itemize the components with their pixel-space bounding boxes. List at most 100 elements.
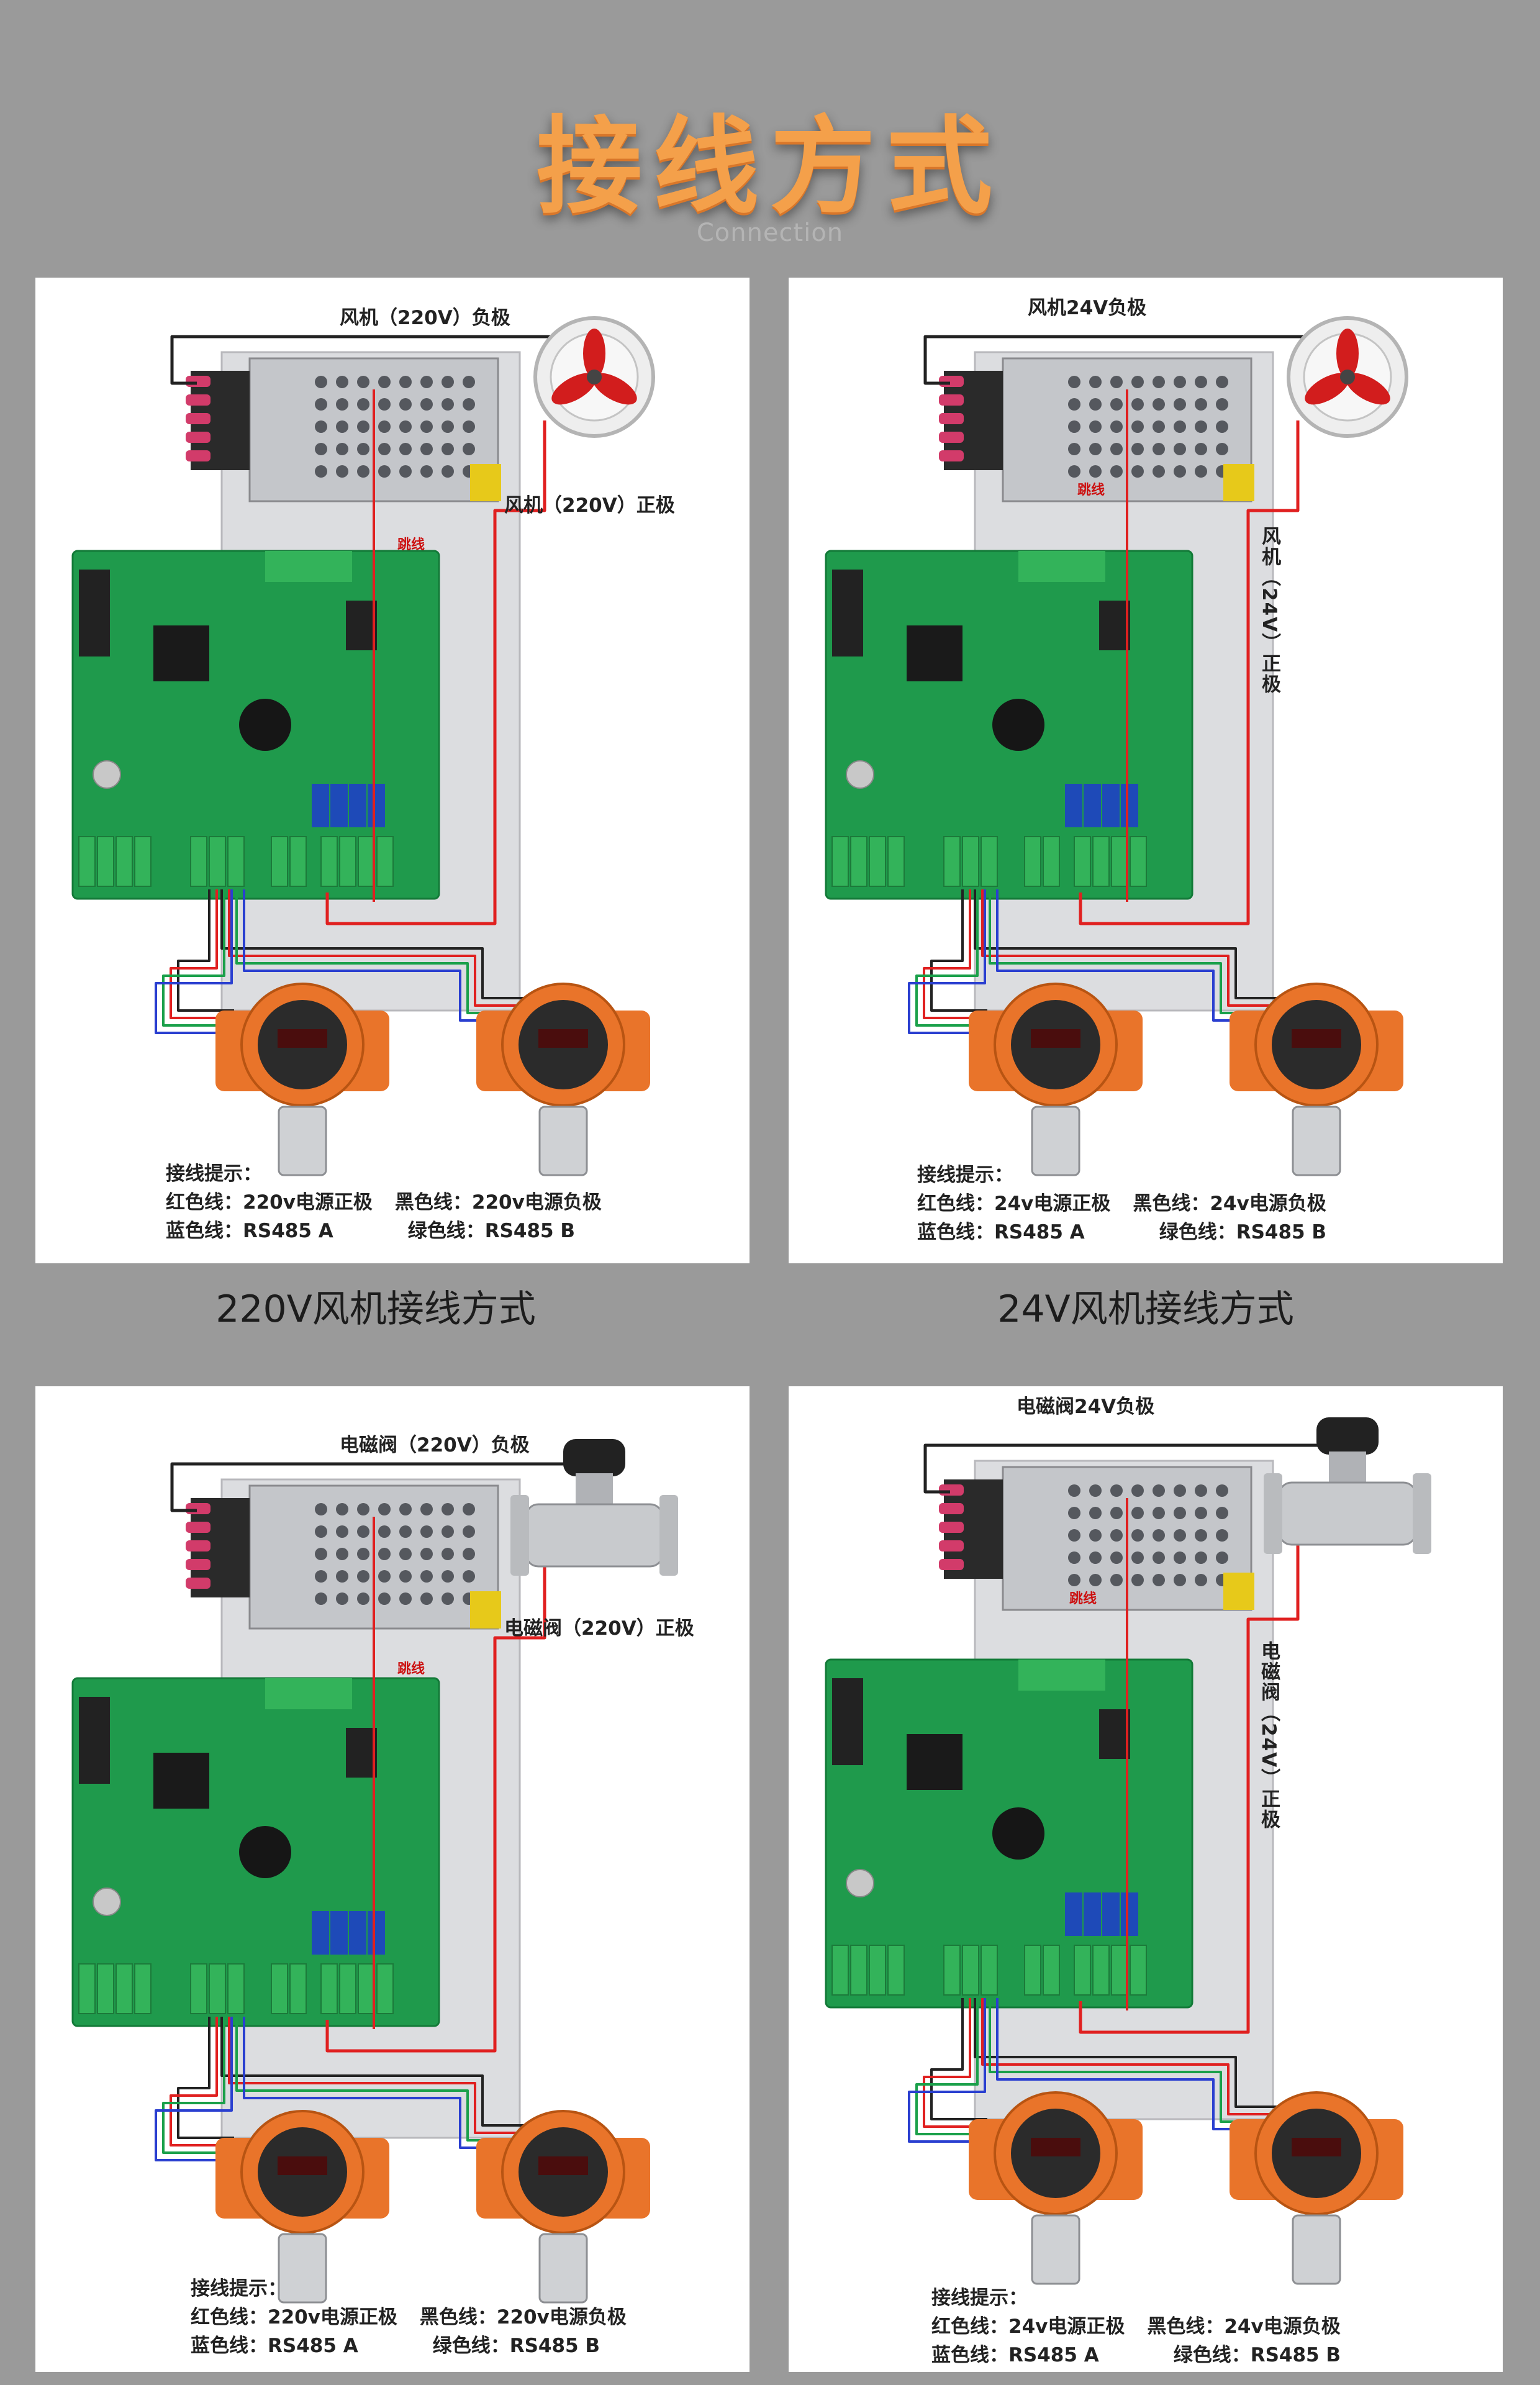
wire-rs485-left: [923, 1998, 987, 2128]
jumper-label: 跳线: [397, 537, 425, 553]
ps-terminal-lug: [939, 1503, 964, 1514]
wire-rs485-left: [923, 889, 987, 1019]
jumper-label: 跳线: [1069, 1591, 1097, 1607]
vent-hole: [1068, 1574, 1080, 1586]
pcb-relay: [1121, 784, 1138, 827]
wire-rs485-right: [228, 2017, 557, 2134]
positive-wire-label: 电磁阀（24V）正极: [1257, 1641, 1280, 1830]
header: 接线方式 Connection: [0, 0, 1540, 273]
fan-hub: [587, 370, 602, 384]
vent-hole: [1131, 1529, 1144, 1542]
vent-hole: [399, 1503, 412, 1515]
vent-hole: [1089, 1484, 1102, 1497]
pcb-switch: [1099, 601, 1130, 650]
vent-hole: [1153, 443, 1165, 455]
wire-rs485-left: [930, 1998, 987, 2120]
ps-terminal-lug: [186, 450, 211, 461]
vent-hole: [1216, 420, 1228, 433]
pcb-relay: [1121, 1892, 1138, 1936]
wire-red-positive: [325, 420, 546, 925]
vent-hole: [1068, 420, 1080, 433]
pcb-terminal: [943, 1945, 961, 1996]
pcb-relay: [349, 1911, 366, 1955]
wire-rs485-left: [908, 889, 987, 1034]
detector-sensor: [1031, 1106, 1080, 1176]
wiring-diagram: [825, 1417, 1431, 2285]
detector-display: [1292, 1029, 1341, 1048]
pcb-terminal: [1074, 1945, 1091, 1996]
vent-hole: [1216, 443, 1228, 455]
gas-detector: [476, 2110, 650, 2304]
hint-title: 接线提示：: [166, 1163, 262, 1185]
wire-red-positive: [1079, 420, 1300, 925]
vent-hole: [399, 1548, 412, 1560]
detector-display: [1031, 2138, 1080, 2156]
vent-hole: [357, 1548, 369, 1560]
vent-hole: [1153, 1574, 1165, 1586]
wire-rs485-left: [162, 889, 234, 1027]
hint-blue: 蓝色线：RS485 A: [191, 2335, 358, 2357]
vent-hole: [357, 443, 369, 455]
vent-hole: [442, 398, 454, 411]
vent-hole: [1131, 465, 1144, 478]
vent-hole: [357, 1570, 369, 1583]
vent-hole: [442, 1592, 454, 1605]
pcb-terminal: [116, 836, 133, 887]
pcb-terminal: [1092, 836, 1110, 887]
pcb-terminal: [981, 1945, 998, 1996]
vent-hole: [378, 1548, 391, 1560]
vent-hole: [1068, 465, 1080, 478]
vent-hole: [1195, 376, 1207, 388]
pcb-relay: [330, 784, 348, 827]
vent-hole: [336, 420, 348, 433]
pcb-terminal: [227, 836, 245, 887]
pcb-terminal: [289, 836, 307, 887]
ps-terminal-lug: [939, 432, 964, 443]
pcb-terminal: [943, 836, 961, 887]
pcb-connector: [832, 1678, 863, 1765]
pcb-terminal: [850, 836, 867, 887]
vent-hole: [378, 398, 391, 411]
pcb-switch: [1099, 1709, 1130, 1759]
ps-terminal-lug: [939, 376, 964, 387]
ps-terminal-lug: [186, 376, 211, 387]
vent-hole: [1195, 1507, 1207, 1519]
vent-hole: [315, 465, 327, 478]
ps-terminal-lug: [186, 1559, 211, 1570]
detector-sensor: [1292, 2214, 1341, 2285]
pcb-terminal: [850, 1945, 867, 1996]
ps-label: [1223, 1573, 1254, 1610]
vent-hole: [442, 1548, 454, 1560]
vent-hole: [315, 376, 327, 388]
pcb-terminal: [134, 1963, 152, 2014]
pcb-terminal: [376, 1963, 394, 2014]
pcb-chip: [153, 625, 209, 681]
wire-rs485-right: [220, 889, 557, 999]
hint-blue: 蓝色线：RS485 A: [931, 2344, 1099, 2366]
ps-label: [470, 1591, 501, 1629]
vent-hole: [1195, 443, 1207, 455]
wire-rs485-left: [908, 1998, 987, 2143]
vent-hole: [420, 1592, 433, 1605]
pcb-terminal: [358, 1963, 375, 2014]
fan-blade: [1305, 373, 1349, 405]
vent-hole: [1068, 398, 1080, 411]
vent-hole: [1110, 376, 1123, 388]
vent-hole: [463, 420, 475, 433]
wire-rs485-left: [177, 889, 234, 1012]
vent-hole: [378, 443, 391, 455]
vent-hole: [442, 1525, 454, 1538]
hint-red: 红色线：24v电源正极: [917, 1192, 1111, 1215]
valve-body: [525, 1503, 664, 1568]
vent-hole: [1216, 398, 1228, 411]
fan-device: [1287, 316, 1408, 438]
vent-hole: [1110, 1529, 1123, 1542]
vent-hole: [357, 398, 369, 411]
vent-hole: [315, 1548, 327, 1560]
pcb-terminal: [97, 1963, 114, 2014]
valve-flange-right: [659, 1495, 678, 1576]
pcb-switch: [346, 1728, 377, 1778]
vent-hole: [1110, 1484, 1123, 1497]
vent-hole: [357, 376, 369, 388]
valve-coil: [1316, 1417, 1379, 1455]
